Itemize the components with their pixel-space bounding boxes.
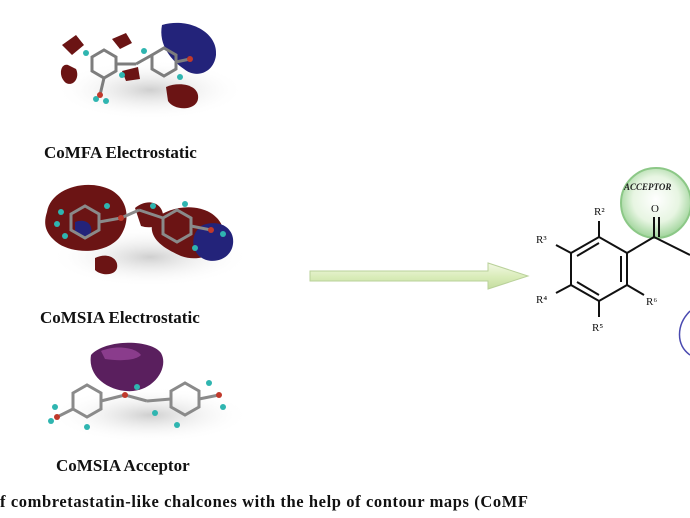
panel-label: CoMSIA Acceptor bbox=[56, 456, 190, 475]
figure-caption: f combretastatin-like chalcones with the… bbox=[0, 492, 529, 511]
acceptor-tag: ACCEPTOR bbox=[623, 182, 671, 192]
substituent-r3: R³ bbox=[536, 234, 547, 246]
substituent-r4: R⁴ bbox=[536, 294, 547, 306]
substituent-r5: R⁵ bbox=[592, 322, 603, 334]
carbonyl-oxygen: O bbox=[651, 203, 659, 215]
substituent-r6: R⁶ bbox=[646, 296, 657, 308]
comsia-acceptor-contour-map bbox=[48, 342, 250, 443]
right-arrow-icon bbox=[309, 262, 530, 290]
panel-label: CoMSIA Electrostatic bbox=[40, 308, 200, 327]
chalcone-pharmacophore-diagram: ACCEPTOR O R² R³ R⁴ R⁵ R⁶ bbox=[536, 167, 690, 356]
comfa-electrostatic-contour-map bbox=[55, 22, 245, 120]
substituent-r2: R² bbox=[594, 206, 605, 218]
panel-label: CoMFA Electrostatic bbox=[44, 143, 197, 162]
comsia-electrostatic-contour-map bbox=[45, 184, 250, 287]
